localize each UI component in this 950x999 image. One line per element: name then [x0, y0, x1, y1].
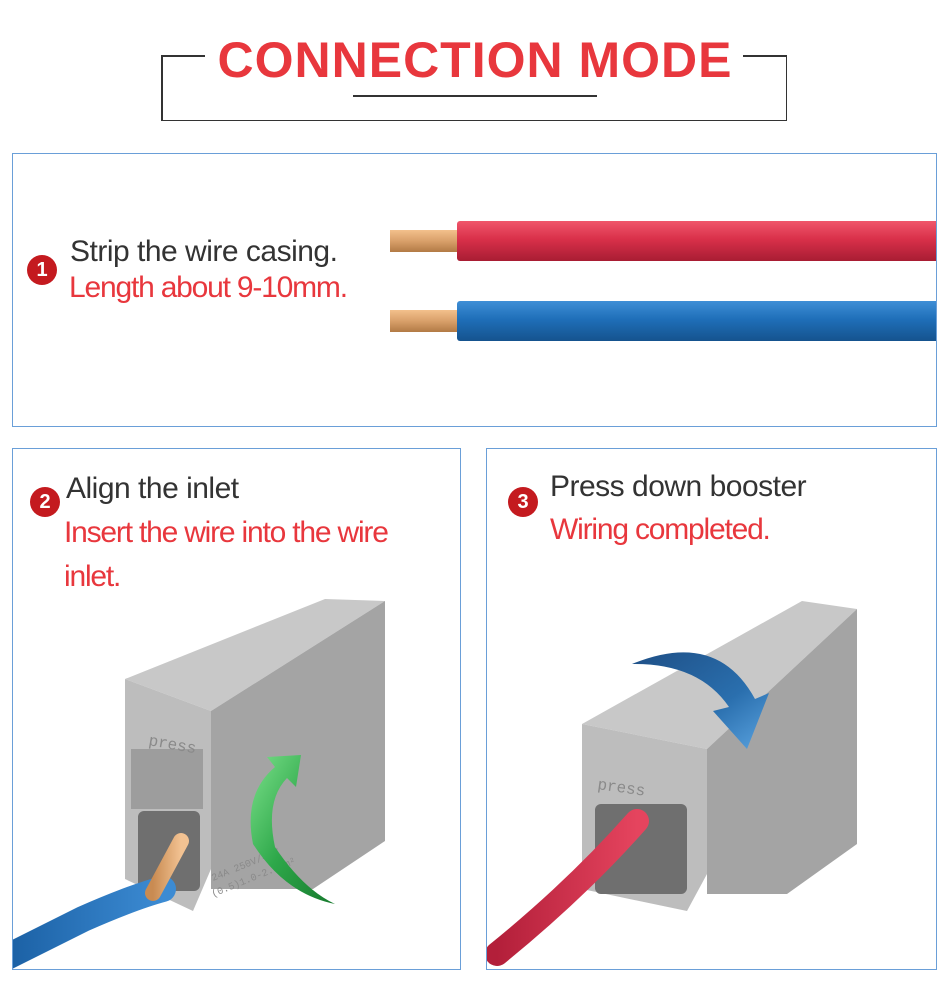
step-3-title: Press down booster	[550, 470, 807, 503]
blue-wire-copper-core	[145, 833, 189, 901]
connector-top	[125, 599, 385, 711]
red-wire-copper-end	[390, 230, 460, 252]
align-inlet-illustration: press 24A 250V/4KV (0.5)1.0-2.5mm²	[13, 599, 385, 969]
step-2-panel: press 24A 250V/4KV (0.5)1.0-2.5mm²	[12, 448, 461, 970]
step-1-badge: 1	[27, 255, 57, 285]
step-2-title: Align the inlet	[66, 472, 239, 505]
stripped-wires-illustration	[390, 221, 936, 341]
step-1-title: Strip the wire casing.	[70, 235, 338, 268]
step-1-panel	[12, 153, 937, 427]
title-underline	[353, 95, 597, 97]
blue-press-arrow	[632, 652, 769, 749]
step-3-subtitle: Wiring completed.	[550, 513, 771, 546]
green-insert-arrow	[250, 755, 335, 904]
page-title: CONNECTION MODE	[217, 32, 733, 88]
booster-lever	[131, 749, 203, 809]
connector-right-side	[707, 609, 857, 894]
blue-wire-insulation	[457, 301, 936, 341]
step-3-panel: press	[486, 448, 937, 970]
step-1-subtitle: Length about 9-10mm.	[69, 271, 348, 304]
blue-wire	[13, 876, 176, 969]
red-wire	[487, 809, 649, 966]
red-wire-insulation	[457, 221, 936, 261]
step-2-badge: 2	[30, 487, 60, 517]
step-2-subtitle: Insert the wire into the wire inlet.	[64, 516, 389, 593]
step-3-badge: 3	[508, 487, 538, 517]
header-frame	[161, 55, 787, 121]
blue-wire-copper-end	[390, 310, 460, 332]
press-booster-illustration: press	[487, 601, 857, 966]
